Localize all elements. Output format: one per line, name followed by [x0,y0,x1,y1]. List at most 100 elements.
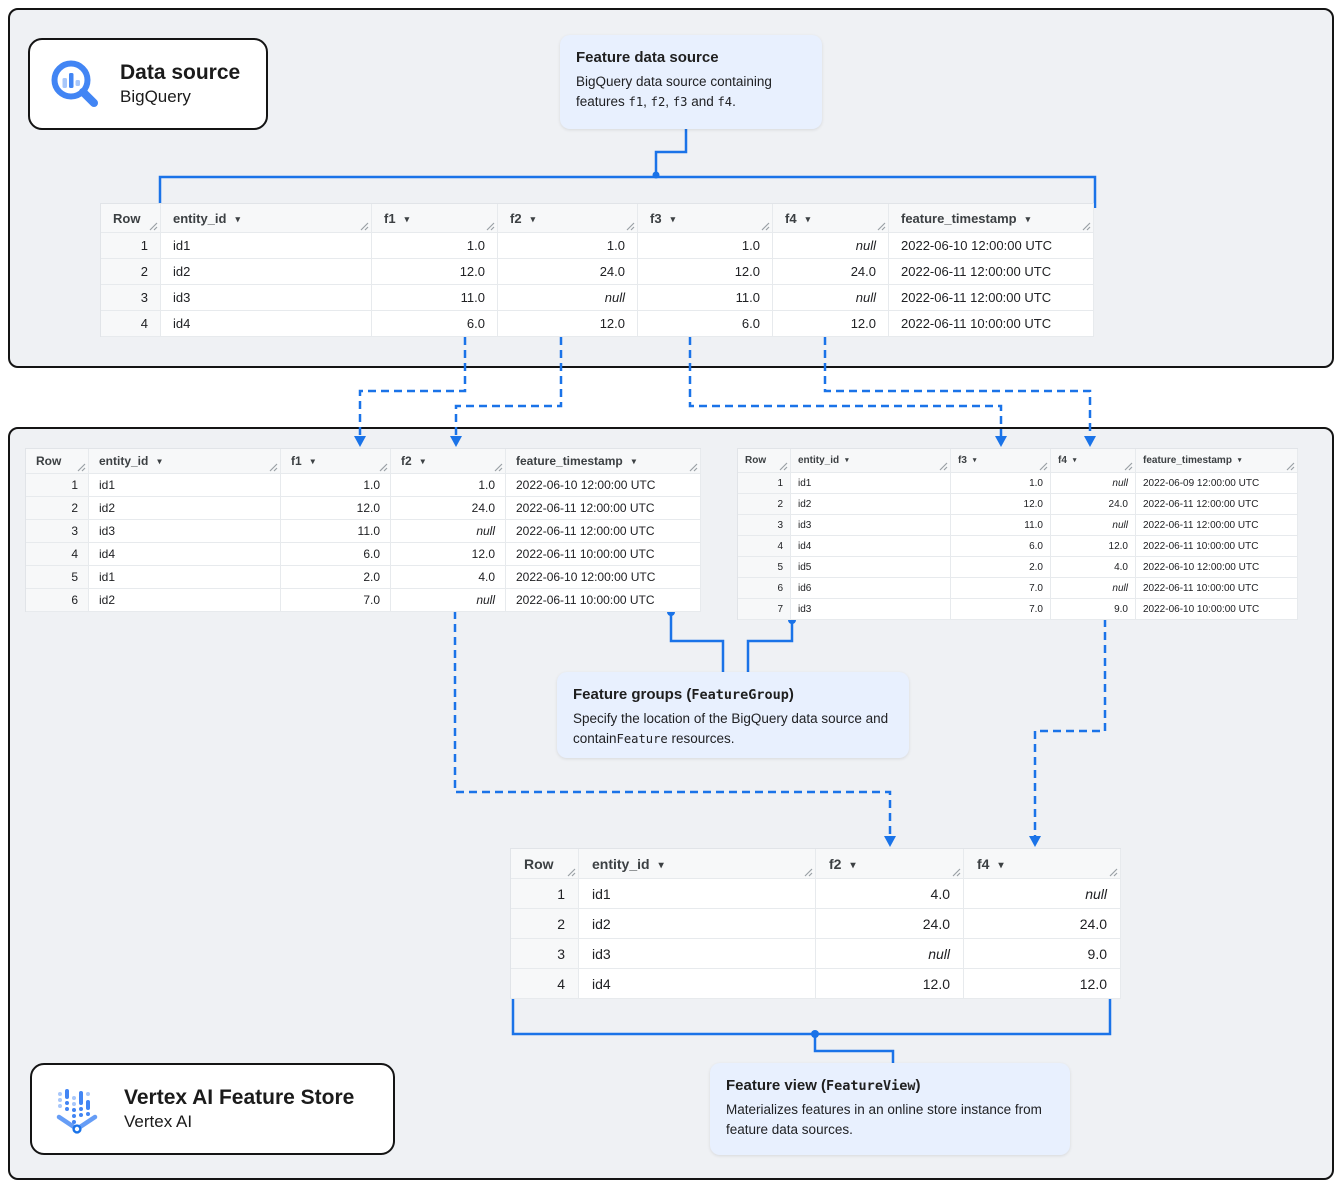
cell-f3: 6.0 [951,536,1051,557]
cell-f1: 11.0 [372,285,498,311]
resize-handle-icon[interactable] [803,867,813,877]
cell-f4: 12.0 [773,311,889,337]
resize-handle-icon[interactable] [1108,867,1118,877]
resize-handle-icon[interactable] [760,221,770,231]
resize-handle-icon[interactable] [951,867,961,877]
cell-f4: 24.0 [773,259,889,285]
resize-handle-icon[interactable] [1123,461,1133,471]
cell-f3: 11.0 [638,285,773,311]
column-header-entity_id[interactable]: entity_id▾ [791,449,951,473]
column-header-entity_id[interactable]: entity_id▾ [161,204,372,233]
feature-store-card-text: Vertex AI Feature Store Vertex AI [124,1085,354,1133]
resize-handle-icon[interactable] [688,462,698,472]
dropdown-arrow-icon: ▾ [972,457,977,464]
column-header-f2[interactable]: f2▾ [391,449,506,474]
column-label: f3 [650,210,662,226]
resize-handle-icon[interactable] [1285,461,1295,471]
cell-entity_id: id1 [579,879,816,909]
dropdown-arrow-icon: ▾ [1237,457,1242,464]
dropdown-arrow-icon: ▾ [998,859,1004,871]
resize-handle-icon[interactable] [359,221,369,231]
resize-handle-icon[interactable] [938,461,948,471]
callout-feature-data-source-body: BigQuery data source containing features… [576,72,806,111]
dropdown-arrow-icon: ▾ [404,213,410,224]
resize-handle-icon[interactable] [148,221,158,231]
column-label: entity_id [592,855,650,872]
cell-Row: 2 [101,259,161,285]
cell-f2: 24.0 [498,259,638,285]
cell-entity_id: id2 [161,259,372,285]
column-header-Row[interactable]: Row [101,204,161,233]
cell-entity_id: id2 [579,909,816,939]
resize-handle-icon[interactable] [76,462,86,472]
resize-handle-icon[interactable] [1081,221,1091,231]
cell-f2: null [391,589,506,612]
column-label: feature_timestamp [901,210,1017,226]
plain-text: ) [915,1077,921,1094]
cell-f3: 6.0 [638,311,773,337]
cell-Row: 2 [511,909,579,939]
cell-entity_id: id3 [791,515,951,536]
plain-text: Specify the location of the BigQuery dat… [573,711,889,746]
cell-entity_id: id4 [791,536,951,557]
column-header-f1[interactable]: f1▾ [372,204,498,233]
column-header-f3[interactable]: f3▾ [638,204,773,233]
cell-Row: 6 [26,589,89,612]
column-header-Row[interactable]: Row [738,449,791,473]
resize-handle-icon[interactable] [876,221,886,231]
cell-f1: 12.0 [372,259,498,285]
callout-feature-groups-body: Specify the location of the BigQuery dat… [573,709,893,748]
column-header-f2[interactable]: f2▾ [816,849,964,879]
column-header-feature_timestamp[interactable]: feature_timestamp▾ [889,204,1094,233]
callout-feature-view-body: Materializes features in an online store… [726,1100,1054,1139]
cell-Row: 2 [738,494,791,515]
column-header-entity_id[interactable]: entity_id▾ [579,849,816,879]
cell-f2: 12.0 [391,543,506,566]
resize-handle-icon[interactable] [1038,461,1048,471]
cell-feature_timestamp: 2022-06-10 12:00:00 UTC [889,233,1094,259]
resize-handle-icon[interactable] [566,867,576,877]
dropdown-arrow-icon: ▾ [1072,457,1077,464]
cell-entity_id: id1 [791,473,951,494]
column-header-feature_timestamp[interactable]: feature_timestamp▾ [506,449,701,474]
resize-handle-icon[interactable] [378,462,388,472]
column-header-Row[interactable]: Row [26,449,89,474]
cell-f3: 7.0 [951,599,1051,620]
column-header-Row[interactable]: Row [511,849,579,879]
column-header-feature_timestamp[interactable]: feature_timestamp▾ [1136,449,1298,473]
cell-f2: 4.0 [816,879,964,909]
data-source-card: Data source BigQuery [28,38,268,130]
code-text: f3 [672,94,688,109]
column-header-f1[interactable]: f1▾ [281,449,391,474]
resize-handle-icon[interactable] [493,462,503,472]
dropdown-arrow-icon: ▾ [631,456,636,466]
column-header-f4[interactable]: f4▾ [773,204,889,233]
column-header-entity_id[interactable]: entity_id▾ [89,449,281,474]
column-header-f4[interactable]: f4▾ [1051,449,1136,473]
data-source-card-text: Data source BigQuery [120,60,240,108]
cell-f2: 12.0 [816,969,964,999]
resize-handle-icon[interactable] [778,461,788,471]
resize-handle-icon[interactable] [485,221,495,231]
cell-f4: null [773,233,889,259]
resize-handle-icon[interactable] [268,462,278,472]
column-header-f4[interactable]: f4▾ [964,849,1121,879]
cell-f4: null [964,879,1121,909]
resize-handle-icon[interactable] [625,221,635,231]
cell-entity_id: id5 [791,557,951,578]
column-header-f3[interactable]: f3▾ [951,449,1051,473]
cell-Row: 1 [738,473,791,494]
column-header-f2[interactable]: f2▾ [498,204,638,233]
cell-feature_timestamp: 2022-06-11 10:00:00 UTC [506,543,701,566]
cell-f4: null [773,285,889,311]
dropdown-arrow-icon: ▾ [157,456,162,466]
cell-f1: 6.0 [281,543,391,566]
